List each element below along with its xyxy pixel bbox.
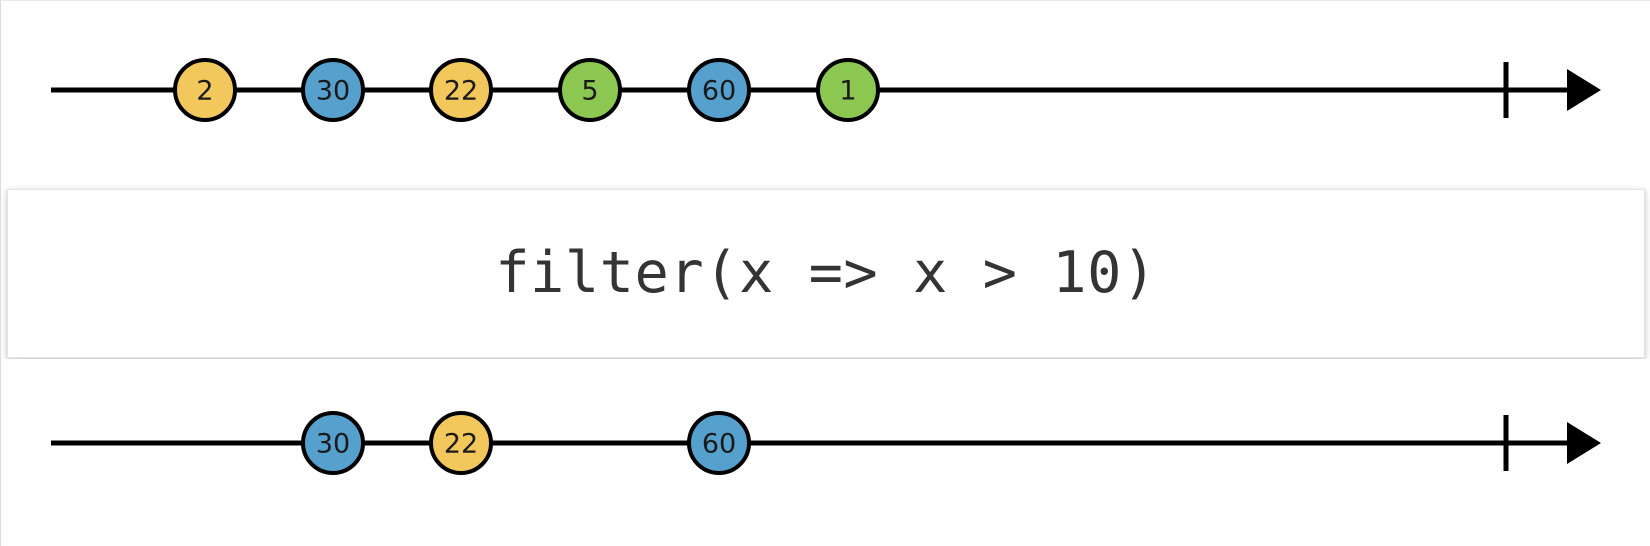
marble-circle[interactable] xyxy=(301,411,365,475)
marble-value-label: 1 xyxy=(839,76,856,107)
marble-value-label: 60 xyxy=(702,76,736,107)
marble-value-label: 22 xyxy=(444,429,478,460)
marble-value-label: 30 xyxy=(316,76,350,107)
marble-value-label: 22 xyxy=(444,76,478,107)
result-timeline-svg: 30 22 60 xyxy=(51,411,1601,475)
timeline-arrowhead-icon xyxy=(1567,422,1601,464)
marble-circle[interactable] xyxy=(687,58,751,122)
marble[interactable]: 2 xyxy=(173,58,237,122)
marble-circle[interactable] xyxy=(301,58,365,122)
marble-value-label: 2 xyxy=(196,76,213,107)
marble[interactable]: 22 xyxy=(429,58,493,122)
marble-circle[interactable] xyxy=(816,58,880,122)
marble-circle[interactable] xyxy=(429,58,493,122)
result-timeline: 30 22 60 xyxy=(1,359,1650,546)
source-timeline-svg: 2 30 22 5 60 1 xyxy=(51,58,1601,122)
marble[interactable]: 22 xyxy=(429,411,493,475)
source-timeline: 2 30 22 5 60 1 xyxy=(1,1,1650,181)
marble[interactable]: 30 xyxy=(301,411,365,475)
marble-value-label: 60 xyxy=(702,429,736,460)
marble-circle[interactable] xyxy=(687,411,751,475)
marble[interactable]: 5 xyxy=(558,58,622,122)
marble-value-label: 30 xyxy=(316,429,350,460)
marble-circle[interactable] xyxy=(558,58,622,122)
marble-value-label: 5 xyxy=(581,76,598,107)
timeline-arrowhead-icon xyxy=(1567,69,1601,111)
operator-panel[interactable]: filter(x => x > 10) xyxy=(7,189,1645,358)
marble-circle[interactable] xyxy=(429,411,493,475)
marble[interactable]: 1 xyxy=(816,58,880,122)
operator-expression-label: filter(x => x > 10) xyxy=(495,240,1157,306)
marble[interactable]: 60 xyxy=(687,58,751,122)
marble[interactable]: 30 xyxy=(301,58,365,122)
marble-circle[interactable] xyxy=(173,58,237,122)
marble[interactable]: 60 xyxy=(687,411,751,475)
